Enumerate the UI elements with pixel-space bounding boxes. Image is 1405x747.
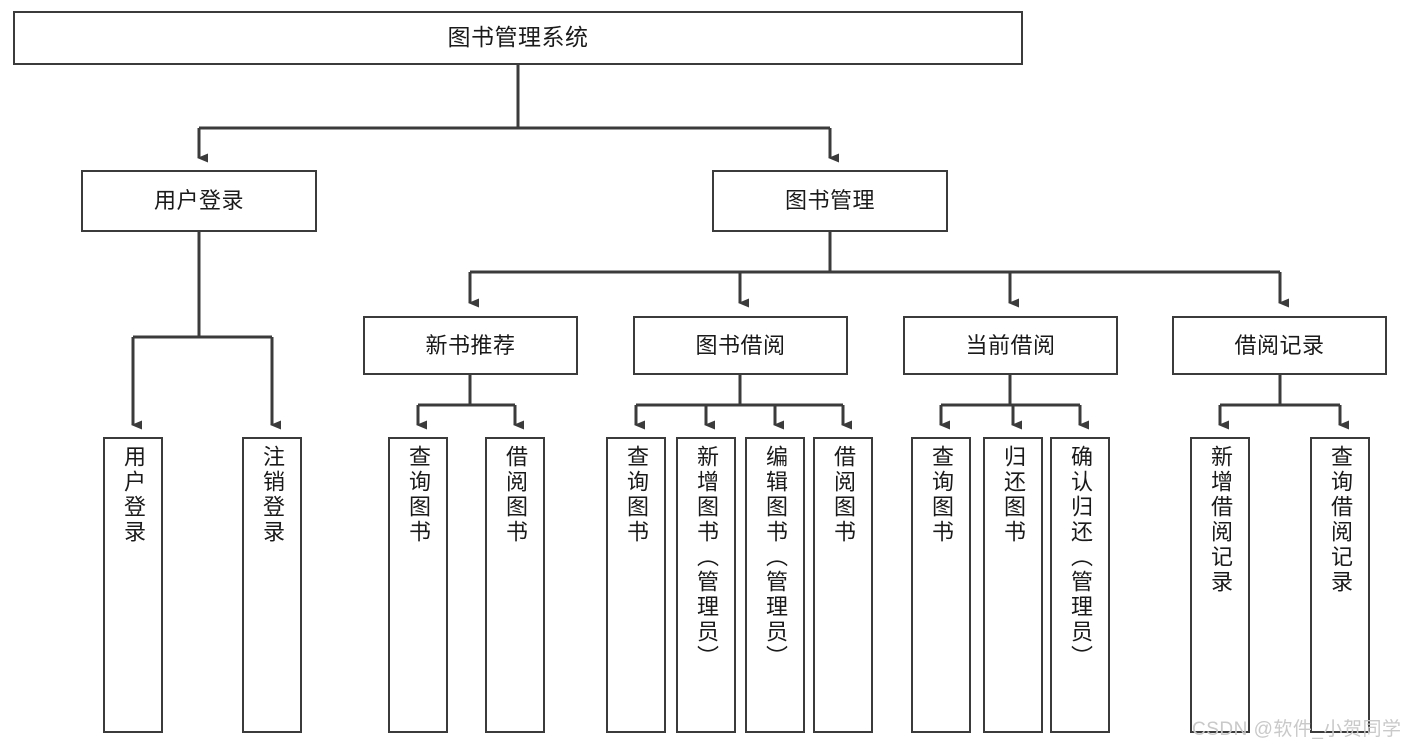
node-book-borrow-label: 图书借阅 <box>695 332 786 358</box>
node-book-management[interactable]: 图书管理 <box>712 170 948 232</box>
leaf-confirm-return-admin-label: 确认归还（管理员） <box>1068 445 1093 670</box>
leaf-edit-book-admin-label: 编辑图书（管理员） <box>763 445 788 670</box>
leaf-query-book-borrow[interactable]: 查询图书 <box>606 437 666 733</box>
node-user-login-label: 用户登录 <box>153 188 244 214</box>
leaf-confirm-return-admin[interactable]: 确认归还（管理员） <box>1050 437 1110 733</box>
leaf-edit-book-admin[interactable]: 编辑图书（管理员） <box>745 437 805 733</box>
node-user-login[interactable]: 用户登录 <box>81 170 317 232</box>
leaf-logout-label: 注销登录 <box>260 445 285 545</box>
leaf-query-book-new[interactable]: 查询图书 <box>388 437 448 733</box>
node-new-book-recommend[interactable]: 新书推荐 <box>363 316 578 375</box>
leaf-add-borrow-record[interactable]: 新增借阅记录 <box>1190 437 1250 733</box>
node-new-book-recommend-label: 新书推荐 <box>425 332 516 358</box>
node-current-borrow-label: 当前借阅 <box>965 332 1056 358</box>
leaf-return-book-label: 归还图书 <box>1001 445 1026 545</box>
leaf-add-borrow-record-label: 新增借阅记录 <box>1208 445 1233 595</box>
leaf-borrow-book[interactable]: 借阅图书 <box>813 437 873 733</box>
leaf-query-book-borrow-label: 查询图书 <box>624 445 649 545</box>
node-current-borrow[interactable]: 当前借阅 <box>903 316 1118 375</box>
leaf-query-book-current-label: 查询图书 <box>929 445 954 545</box>
leaf-user-login-label: 用户登录 <box>121 445 146 545</box>
leaf-logout[interactable]: 注销登录 <box>242 437 302 733</box>
node-borrow-record-label: 借阅记录 <box>1234 332 1325 358</box>
leaf-query-borrow-record[interactable]: 查询借阅记录 <box>1310 437 1370 733</box>
leaf-borrow-book-label: 借阅图书 <box>831 445 856 545</box>
leaf-user-login[interactable]: 用户登录 <box>103 437 163 733</box>
leaf-query-book-current[interactable]: 查询图书 <box>911 437 971 733</box>
leaf-add-book-admin-label: 新增图书（管理员） <box>694 445 719 670</box>
leaf-query-borrow-record-label: 查询借阅记录 <box>1328 445 1353 595</box>
node-book-management-label: 图书管理 <box>784 188 875 214</box>
leaf-return-book[interactable]: 归还图书 <box>983 437 1043 733</box>
leaf-query-book-new-label: 查询图书 <box>406 445 431 545</box>
leaf-add-book-admin[interactable]: 新增图书（管理员） <box>676 437 736 733</box>
node-borrow-record[interactable]: 借阅记录 <box>1172 316 1387 375</box>
node-book-borrow[interactable]: 图书借阅 <box>633 316 848 375</box>
node-root-label: 图书管理系统 <box>447 24 589 51</box>
node-root[interactable]: 图书管理系统 <box>13 11 1023 65</box>
leaf-borrow-book-new-label: 借阅图书 <box>503 445 528 545</box>
leaf-borrow-book-new[interactable]: 借阅图书 <box>485 437 545 733</box>
csdn-watermark: CSDN @软件_小贺同学 <box>1192 719 1402 740</box>
